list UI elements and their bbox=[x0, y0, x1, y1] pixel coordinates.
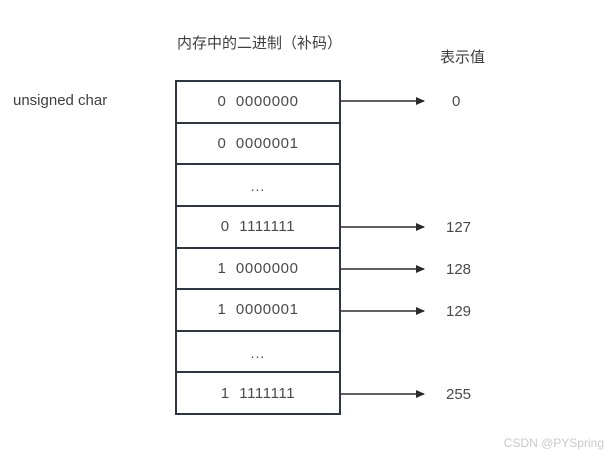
row-bits: ... bbox=[250, 344, 266, 361]
table-row: ... bbox=[177, 165, 339, 207]
row-bits: ... bbox=[250, 178, 266, 195]
row-bits: 0 0000000 bbox=[217, 93, 299, 111]
table-row: ... bbox=[177, 331, 339, 374]
binary-column-header: 内存中的二进制（补码） bbox=[177, 35, 343, 52]
value-row-6: 129 bbox=[446, 303, 472, 320]
table-row: 1 1111111 bbox=[177, 373, 339, 413]
value-row-8: 255 bbox=[446, 386, 472, 403]
type-label-unsigned-char: unsigned char bbox=[13, 92, 108, 109]
row-bits: 1 0000000 bbox=[217, 259, 299, 277]
row-bits: 0 0000001 bbox=[217, 134, 299, 152]
table-row: 0 0000000 bbox=[177, 82, 339, 124]
memory-cell-table: 0 0000000 0 0000001 ... 0 1111111 1 0000… bbox=[175, 80, 341, 415]
table-row: 0 1111111 bbox=[177, 206, 339, 249]
row-bits: 1 1111111 bbox=[220, 384, 296, 402]
value-row-4: 127 bbox=[446, 219, 472, 236]
value-row-5: 128 bbox=[446, 261, 472, 278]
table-row: 0 0000001 bbox=[177, 123, 339, 166]
watermark: CSDN @PYSpring bbox=[503, 436, 604, 450]
table-row: 1 0000000 bbox=[177, 248, 339, 291]
row-bits: 1 0000001 bbox=[217, 301, 299, 319]
table-row: 1 0000001 bbox=[177, 290, 339, 332]
value-column-header: 表示值 bbox=[440, 49, 486, 66]
row-bits: 0 1111111 bbox=[220, 218, 296, 236]
value-row-1: 0 bbox=[452, 93, 461, 110]
